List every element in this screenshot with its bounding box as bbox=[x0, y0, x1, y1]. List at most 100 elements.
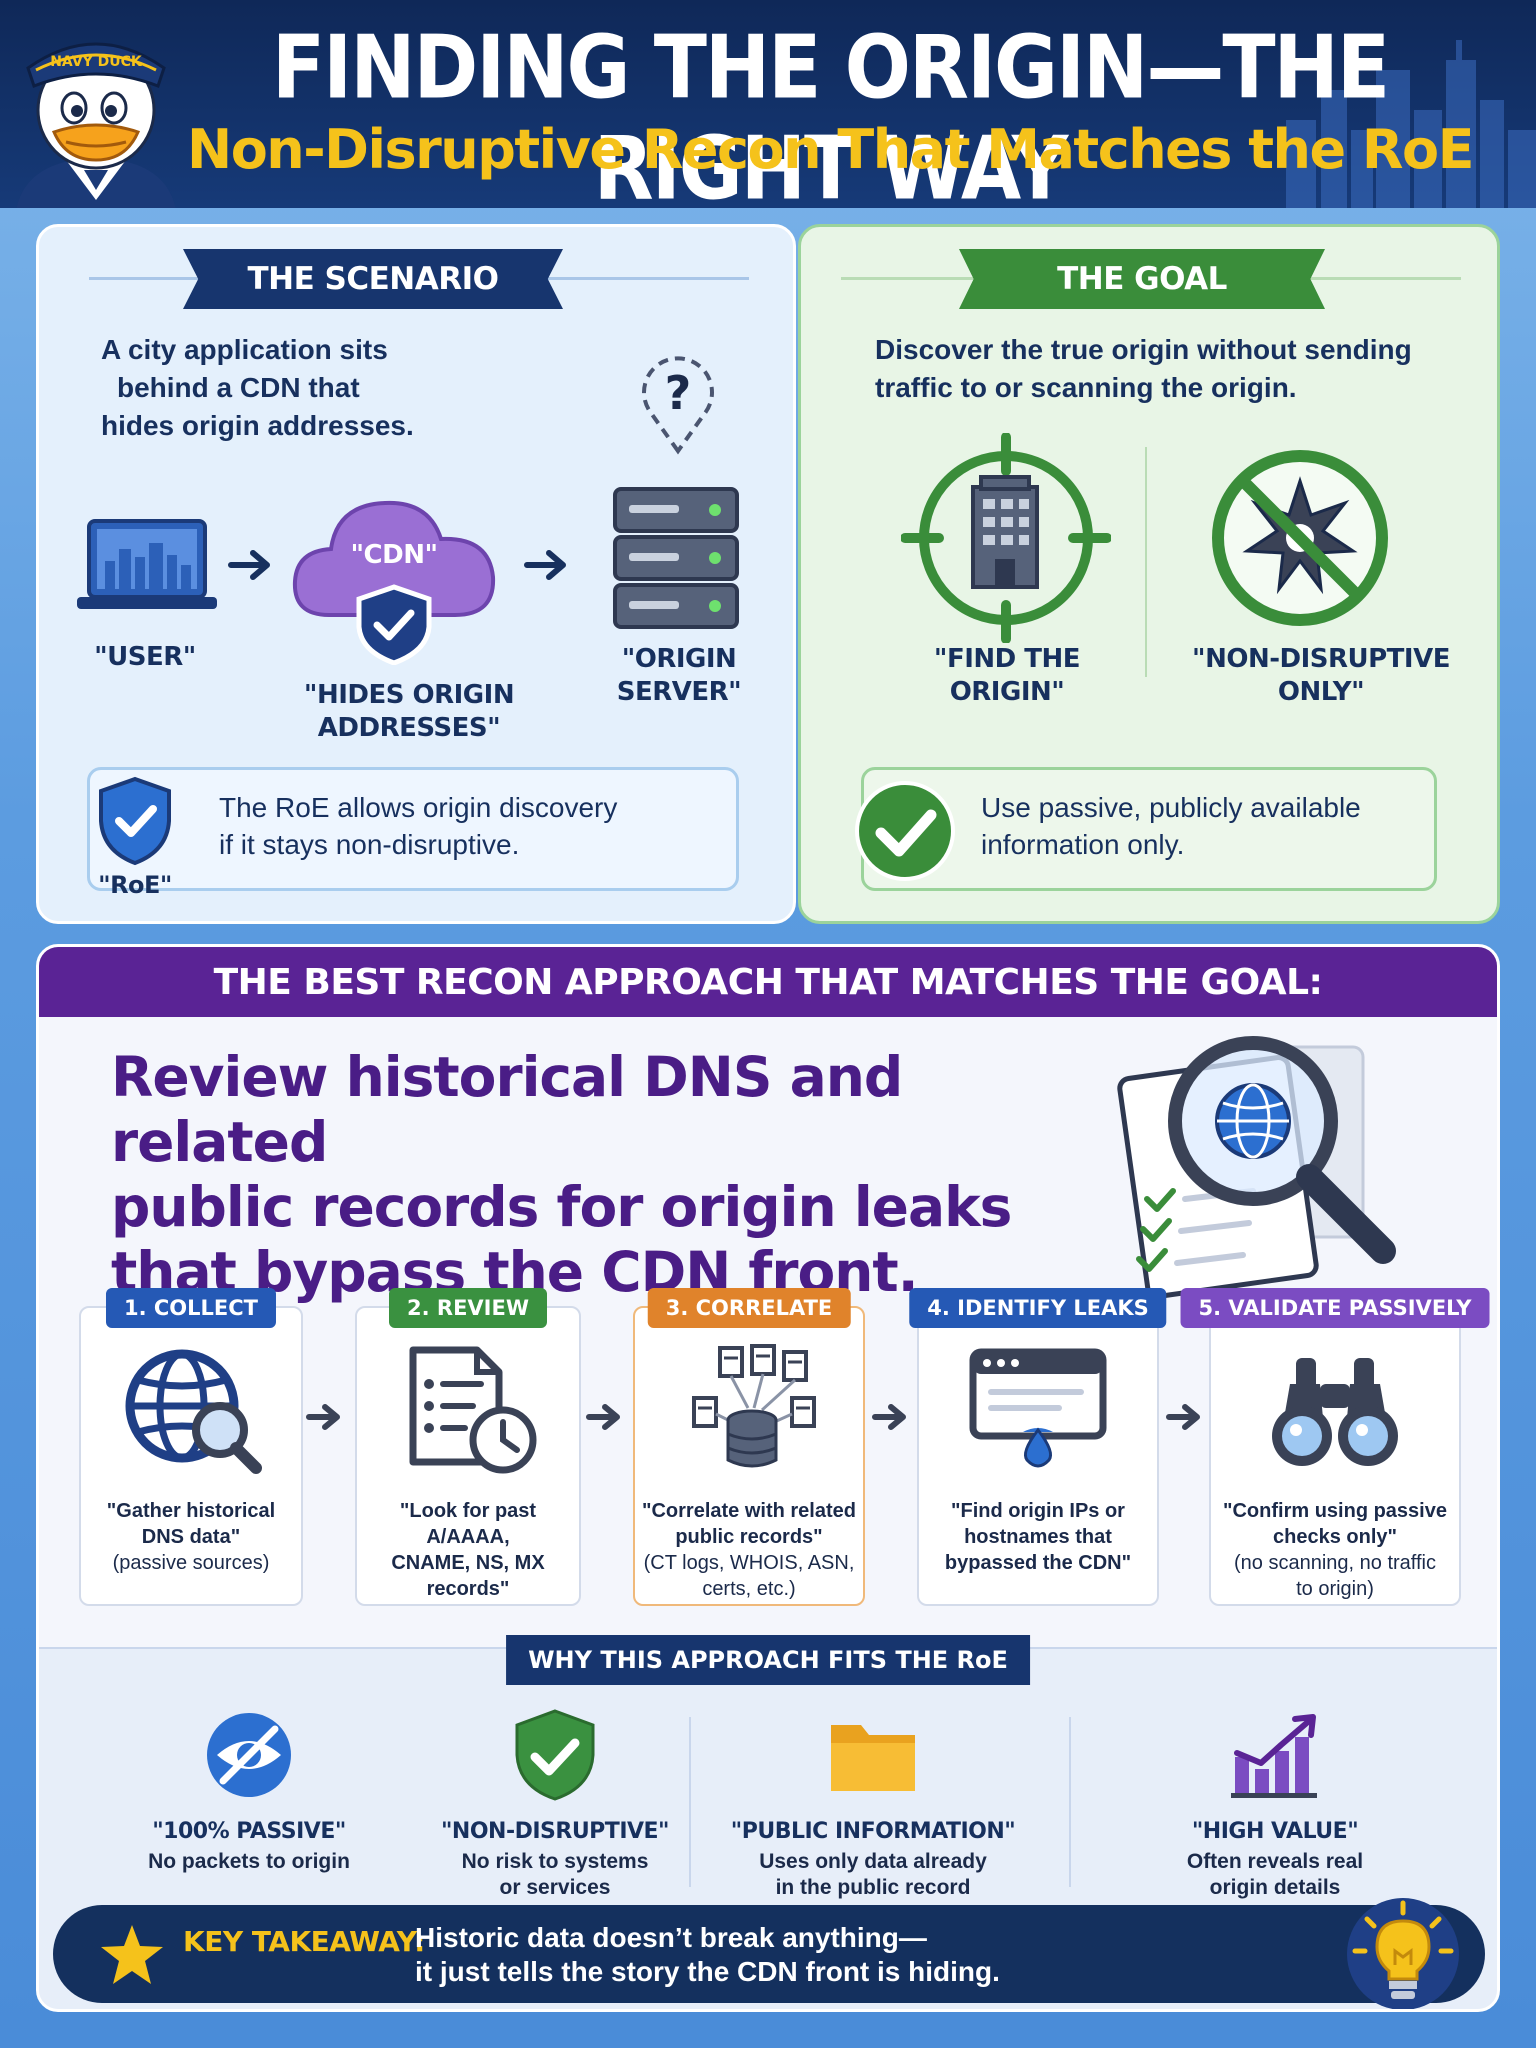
why-passive: "100% PASSIVE" No packets to origin bbox=[89, 1707, 409, 1907]
arrow-right-icon bbox=[228, 550, 270, 580]
why-desc: Uses only data already in the public rec… bbox=[713, 1849, 1033, 1901]
step-sub-line: (no scanning, no traffic bbox=[1234, 1552, 1436, 1574]
mascot-cap-text: NAVY DUCK bbox=[50, 54, 143, 70]
scenario-panel: THE SCENARIO A city application sits beh… bbox=[36, 224, 796, 924]
no-disruption-icon bbox=[1212, 450, 1388, 626]
step-tag: 5. VALIDATE PASSIVELY bbox=[1180, 1288, 1490, 1328]
headline-line: Review historical DNS and related bbox=[111, 1045, 903, 1174]
step-bold-line: records" bbox=[426, 1578, 510, 1600]
step-bold-line: hostnames that bbox=[964, 1526, 1112, 1548]
arrow-right-icon bbox=[586, 1404, 620, 1430]
why-desc-line: Uses only data already bbox=[759, 1850, 987, 1873]
roe-note-line: The RoE allows origin discovery bbox=[219, 792, 618, 823]
document-clock-icon bbox=[409, 1346, 537, 1474]
arrow-right-icon bbox=[524, 550, 566, 580]
takeaway-label: KEY TAKEAWAY: bbox=[183, 1925, 425, 1958]
page-title: FINDING THE ORIGIN—THE RIGHT WAY bbox=[271, 18, 1390, 208]
intro-line: Discover the true origin without sending bbox=[875, 334, 1412, 365]
why-desc-line: origin details bbox=[1209, 1876, 1341, 1899]
check-circle-icon bbox=[855, 781, 955, 881]
globe-search-icon bbox=[125, 1349, 262, 1474]
step-tag: 4. IDENTIFY LEAKS bbox=[909, 1288, 1167, 1328]
goal-note-line: Use passive, publicly available bbox=[981, 792, 1361, 823]
roe-shield-icon bbox=[99, 776, 171, 866]
step-tag: 3. CORRELATE bbox=[647, 1288, 851, 1328]
arrow-right-icon bbox=[872, 1404, 906, 1430]
step-text: "Correlate with related public records" … bbox=[641, 1498, 857, 1602]
binoculars-icon bbox=[1272, 1358, 1398, 1466]
step-correlate: 3. CORRELATE "Correlate with related pub… bbox=[633, 1288, 865, 1606]
scenario-intro: A city application sits behind a CDN tha… bbox=[101, 331, 414, 445]
step-bold-line: "Look for past A/AAAA, bbox=[399, 1500, 537, 1548]
find-origin-label: "FIND THE ORIGIN" bbox=[897, 643, 1117, 709]
star-icon bbox=[101, 1925, 163, 1984]
why-desc: Often reveals real origin details bbox=[1115, 1849, 1435, 1901]
roe-note-line: if it stays non-disruptive. bbox=[219, 829, 520, 860]
step-text: "Look for past A/AAAA, CNAME, NS, MX rec… bbox=[363, 1498, 573, 1602]
step-sub-line: to origin) bbox=[1296, 1578, 1374, 1600]
server-icon bbox=[613, 487, 739, 629]
origin-label-line: SERVER" bbox=[616, 677, 742, 707]
shield-check-icon bbox=[515, 1709, 595, 1801]
find-label-line: ORIGIN" bbox=[949, 677, 1065, 707]
why-desc-line: in the public record bbox=[775, 1876, 971, 1899]
why-desc: No risk to systems or services bbox=[395, 1849, 715, 1901]
step-text: "Confirm using passive checks only" (no … bbox=[1217, 1498, 1453, 1602]
step-sub-line: (passive sources) bbox=[112, 1552, 270, 1574]
why-public-information: "PUBLIC INFORMATION" Uses only data alre… bbox=[713, 1707, 1033, 1907]
step-collect: 1. COLLECT "Gather historical DNS data" … bbox=[79, 1288, 303, 1606]
question-mark: ? bbox=[665, 366, 692, 420]
cdn-caption-line: "HIDES ORIGIN bbox=[303, 680, 515, 710]
goal-panel: THE GOAL Discover the true origin withou… bbox=[798, 224, 1500, 924]
browser-leak-icon bbox=[969, 1348, 1107, 1468]
navy-duck-mascot: NAVY DUCK bbox=[16, 42, 176, 208]
why-desc-line: No packets to origin bbox=[148, 1850, 350, 1873]
intro-line: A city application sits bbox=[101, 334, 388, 365]
why-high-value: "HIGH VALUE" Often reveals real origin d… bbox=[1115, 1707, 1435, 1907]
chart-up-icon bbox=[1231, 1714, 1317, 1798]
nondisruptive-label-line: "NON-DISRUPTIVE bbox=[1192, 644, 1450, 674]
step-bold-line: bypassed the CDN" bbox=[944, 1552, 1132, 1574]
laptop-icon bbox=[77, 519, 217, 609]
step-tag: 1. COLLECT bbox=[105, 1288, 277, 1328]
lightbulb-icon bbox=[1347, 1898, 1459, 2009]
cdn-caption-line: ADDRESSES" bbox=[317, 713, 501, 743]
takeaway-text: Historic data doesn’t break anything— it… bbox=[415, 1921, 1000, 1989]
city-skyline-icon bbox=[1286, 40, 1536, 208]
takeaway-line: it just tells the story the CDN front is… bbox=[415, 1956, 1000, 1987]
unknown-location-icon: ? bbox=[642, 356, 714, 455]
roe-label: "RoE" bbox=[98, 871, 172, 899]
step-bold-line: "Gather historical bbox=[106, 1500, 276, 1522]
recon-panel: THE BEST RECON APPROACH THAT MATCHES THE… bbox=[36, 944, 1500, 2012]
why-title: "PUBLIC INFORMATION" bbox=[730, 1819, 1016, 1844]
target-building-icon bbox=[901, 433, 1111, 643]
step-bold-line: "Correlate with related bbox=[642, 1500, 856, 1522]
key-takeaway-bar: KEY TAKEAWAY: Historic data doesn’t brea… bbox=[53, 1898, 1485, 2009]
step-tag: 2. REVIEW bbox=[389, 1288, 547, 1328]
why-tag: WHY THIS APPROACH FITS THE RoE bbox=[506, 1635, 1030, 1685]
why-title: "100% PASSIVE" bbox=[152, 1819, 346, 1844]
scenario-ribbon: THE SCENARIO bbox=[183, 249, 563, 309]
arrow-right-icon bbox=[306, 1404, 340, 1430]
step-bold-line: checks only" bbox=[1273, 1526, 1397, 1548]
step-validate-passively: 5. VALIDATE PASSIVELY "Confirm using pas… bbox=[1180, 1288, 1490, 1606]
why-separator bbox=[689, 1717, 691, 1887]
origin-label-line: "ORIGIN bbox=[621, 644, 737, 674]
recon-header: THE BEST RECON APPROACH THAT MATCHES THE… bbox=[39, 947, 1497, 1017]
intro-line: behind a CDN that bbox=[117, 372, 360, 403]
arrow-right-icon bbox=[1166, 1404, 1200, 1430]
intro-line: hides origin addresses. bbox=[101, 410, 414, 441]
why-desc-line: Often reveals real bbox=[1186, 1850, 1364, 1873]
goal-divider bbox=[1145, 447, 1147, 677]
step-text: "Find origin IPs or hostnames that bypas… bbox=[925, 1498, 1151, 1576]
step-bold-line: "Confirm using passive bbox=[1223, 1500, 1447, 1522]
roe-note-text: The RoE allows origin discovery if it st… bbox=[219, 789, 617, 863]
origin-server-label: "ORIGIN SERVER" bbox=[599, 643, 759, 709]
intro-line: traffic to or scanning the origin. bbox=[875, 372, 1297, 403]
eye-slash-icon bbox=[207, 1713, 291, 1797]
cdn-caption: "HIDES ORIGIN ADDRESSES" bbox=[289, 679, 529, 745]
why-desc: No packets to origin bbox=[89, 1849, 409, 1875]
step-sub-line: certs, etc.) bbox=[702, 1578, 796, 1600]
step-identify-leaks: 4. IDENTIFY LEAKS "Find origin IPs or ho… bbox=[909, 1288, 1167, 1606]
why-desc-line: or services bbox=[499, 1876, 611, 1899]
